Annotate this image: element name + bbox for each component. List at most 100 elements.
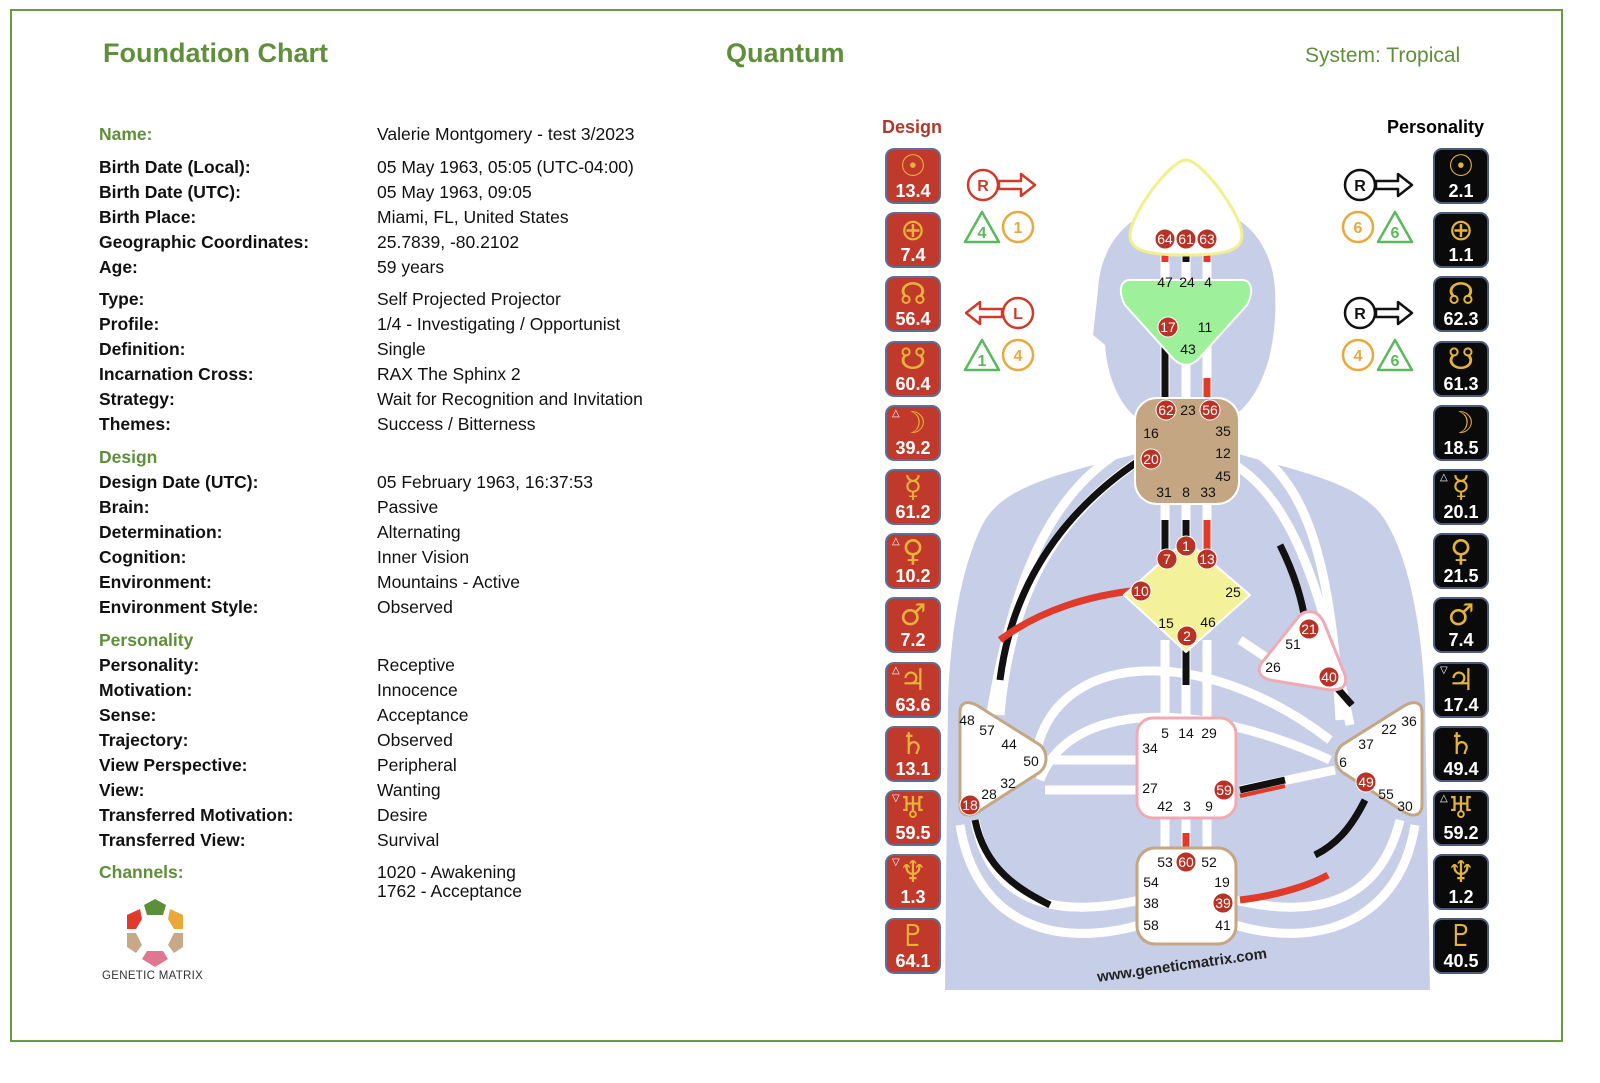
inactive-gate-51[interactable]: 51 bbox=[1285, 636, 1301, 652]
design-planet-venus[interactable]: △ ♀ 10.2 bbox=[885, 533, 941, 590]
active-gate-59[interactable]: 59 bbox=[1216, 782, 1232, 798]
inactive-gate-45[interactable]: 45 bbox=[1215, 468, 1231, 484]
active-gate-56[interactable]: 56 bbox=[1202, 402, 1218, 418]
inactive-gate-14[interactable]: 14 bbox=[1178, 725, 1194, 741]
inactive-gate-37[interactable]: 37 bbox=[1358, 736, 1374, 752]
inactive-gate-32[interactable]: 32 bbox=[1000, 775, 1016, 791]
active-gate-61[interactable]: 61 bbox=[1178, 231, 1194, 247]
inactive-gate-57[interactable]: 57 bbox=[979, 722, 995, 738]
personality-planet-mars[interactable]: ♂ 7.4 bbox=[1433, 597, 1489, 654]
inactive-gate-6[interactable]: 6 bbox=[1339, 754, 1347, 770]
inactive-gate-16[interactable]: 16 bbox=[1143, 425, 1159, 441]
inactive-gate-12[interactable]: 12 bbox=[1215, 445, 1231, 461]
design-planet-jupiter[interactable]: △ ♃ 63.6 bbox=[885, 661, 941, 718]
personality-planet-saturn[interactable]: ♄ 49.4 bbox=[1433, 725, 1489, 782]
active-gate-1[interactable]: 1 bbox=[1182, 538, 1190, 554]
active-gate-62[interactable]: 62 bbox=[1158, 402, 1174, 418]
inactive-gate-41[interactable]: 41 bbox=[1215, 917, 1231, 933]
personality-planet-moon[interactable]: ☽ 18.5 bbox=[1433, 404, 1489, 461]
inactive-gate-43[interactable]: 43 bbox=[1180, 341, 1196, 357]
inactive-gate-48[interactable]: 48 bbox=[959, 712, 975, 728]
design-planet-mars[interactable]: ♂ 7.2 bbox=[885, 597, 941, 654]
inactive-gate-55[interactable]: 55 bbox=[1378, 786, 1394, 802]
inactive-gate-54[interactable]: 54 bbox=[1143, 874, 1159, 890]
inactive-gate-47[interactable]: 47 bbox=[1157, 274, 1173, 290]
design-planet-neptune[interactable]: ▽ ♆ 1.3 bbox=[885, 854, 941, 911]
inactive-gate-4[interactable]: 4 bbox=[1204, 274, 1212, 290]
active-gate-39[interactable]: 39 bbox=[1215, 895, 1231, 911]
design-planet-sun[interactable]: ☉ 13.4 bbox=[885, 148, 941, 204]
inactive-gate-19[interactable]: 19 bbox=[1214, 874, 1230, 890]
active-gate-13[interactable]: 13 bbox=[1199, 551, 1215, 567]
design-planet-north-node[interactable]: ☊ 56.4 bbox=[885, 276, 941, 333]
inactive-gate-15[interactable]: 15 bbox=[1158, 615, 1174, 631]
inactive-gate-28[interactable]: 28 bbox=[981, 786, 997, 802]
inactive-gate-31[interactable]: 31 bbox=[1156, 484, 1172, 500]
retrograde-mark: △ bbox=[892, 664, 900, 676]
active-gate-17[interactable]: 17 bbox=[1160, 319, 1176, 335]
active-gate-40[interactable]: 40 bbox=[1321, 669, 1337, 685]
design-planet-uranus[interactable]: ▽ ♅ 59.5 bbox=[885, 790, 941, 846]
design-planet-moon[interactable]: △ ☽ 39.2 bbox=[885, 404, 941, 461]
personality-planet-earth[interactable]: ⊕ 1.1 bbox=[1433, 212, 1489, 269]
inactive-gate-26[interactable]: 26 bbox=[1265, 659, 1281, 675]
inactive-gate-58[interactable]: 58 bbox=[1143, 917, 1159, 933]
design-planet-south-node[interactable]: ☋ 60.4 bbox=[885, 340, 941, 397]
inactive-gate-29[interactable]: 29 bbox=[1201, 725, 1217, 741]
active-gate-1-marker bbox=[1175, 535, 1197, 557]
personality-planet-mercury[interactable]: △ ☿ 20.1 bbox=[1433, 469, 1489, 525]
inactive-gate-36[interactable]: 36 bbox=[1401, 713, 1417, 729]
inactive-gate-11[interactable]: 11 bbox=[1198, 319, 1213, 335]
personality-planet-jupiter[interactable]: ▽ ♃ 17.4 bbox=[1433, 661, 1489, 718]
inactive-gate-27[interactable]: 27 bbox=[1142, 780, 1158, 796]
inactive-gate-9[interactable]: 9 bbox=[1205, 798, 1213, 814]
logo-segment-tan-right bbox=[168, 933, 183, 953]
personality-planet-uranus[interactable]: △ ♅ 59.2 bbox=[1433, 790, 1489, 846]
inactive-gate-8[interactable]: 8 bbox=[1182, 484, 1190, 500]
personality-planet-neptune[interactable]: ♆ 1.2 bbox=[1433, 854, 1489, 911]
inactive-gate-25[interactable]: 25 bbox=[1225, 584, 1241, 600]
active-gate-20[interactable]: 20 bbox=[1143, 451, 1159, 467]
active-gate-64[interactable]: 64 bbox=[1157, 231, 1173, 247]
inactive-gate-50[interactable]: 50 bbox=[1023, 753, 1039, 769]
design-planet-pluto[interactable]: ♇ 64.1 bbox=[885, 918, 941, 975]
svg-text:6: 6 bbox=[1391, 353, 1400, 370]
inactive-gate-35[interactable]: 35 bbox=[1215, 423, 1231, 439]
inactive-gate-34[interactable]: 34 bbox=[1142, 740, 1158, 756]
inactive-gate-5[interactable]: 5 bbox=[1161, 725, 1169, 741]
inactive-gate-22[interactable]: 22 bbox=[1381, 721, 1397, 737]
active-gate-2[interactable]: 2 bbox=[1183, 628, 1191, 644]
active-gate-60[interactable]: 60 bbox=[1178, 854, 1194, 870]
personality-planet-venus[interactable]: ♀ 21.5 bbox=[1433, 533, 1489, 590]
design-planet-earth[interactable]: ⊕ 7.4 bbox=[885, 212, 941, 269]
inactive-gate-53[interactable]: 53 bbox=[1157, 854, 1173, 870]
active-gate-63[interactable]: 63 bbox=[1199, 231, 1215, 247]
gate-line-value: 61.2 bbox=[895, 502, 931, 522]
active-gate-18[interactable]: 18 bbox=[962, 797, 978, 813]
inactive-gate-3[interactable]: 3 bbox=[1183, 798, 1191, 814]
design-planet-mercury[interactable]: ☿ 61.2 bbox=[885, 469, 941, 525]
solar-plexus-center bbox=[1334, 701, 1424, 817]
personality-planet-south-node[interactable]: ☋ 61.3 bbox=[1433, 340, 1489, 397]
saturn-icon: ♄ bbox=[1447, 726, 1475, 762]
active-gate-21[interactable]: 21 bbox=[1301, 621, 1317, 637]
inactive-gate-23[interactable]: 23 bbox=[1180, 402, 1196, 418]
inactive-gate-33[interactable]: 33 bbox=[1200, 484, 1216, 500]
inactive-gate-44[interactable]: 44 bbox=[1001, 736, 1017, 752]
inactive-gate-52[interactable]: 52 bbox=[1201, 854, 1217, 870]
design-planet-saturn[interactable]: ♄ 13.1 bbox=[885, 725, 941, 782]
active-gate-7[interactable]: 7 bbox=[1163, 551, 1171, 567]
inactive-gate-38[interactable]: 38 bbox=[1143, 895, 1159, 911]
inactive-gate-42[interactable]: 42 bbox=[1157, 798, 1173, 814]
inactive-gate-46[interactable]: 46 bbox=[1200, 614, 1216, 630]
active-gate-10[interactable]: 10 bbox=[1133, 583, 1149, 599]
personality-planet-sun[interactable]: ☉ 2.1 bbox=[1433, 148, 1489, 204]
active-gate-49[interactable]: 49 bbox=[1358, 774, 1374, 790]
gate-line-value: 1.1 bbox=[1448, 245, 1474, 266]
personality-planet-north-node[interactable]: ☊ 62.3 bbox=[1433, 276, 1489, 333]
personality-planet-pluto[interactable]: ♇ 40.5 bbox=[1433, 918, 1489, 975]
inactive-gate-30[interactable]: 30 bbox=[1397, 798, 1413, 814]
inactive-gate-24[interactable]: 24 bbox=[1179, 274, 1195, 290]
uranus-icon: ♅ bbox=[1447, 791, 1475, 826]
north-node-icon: ☊ bbox=[1447, 277, 1475, 313]
